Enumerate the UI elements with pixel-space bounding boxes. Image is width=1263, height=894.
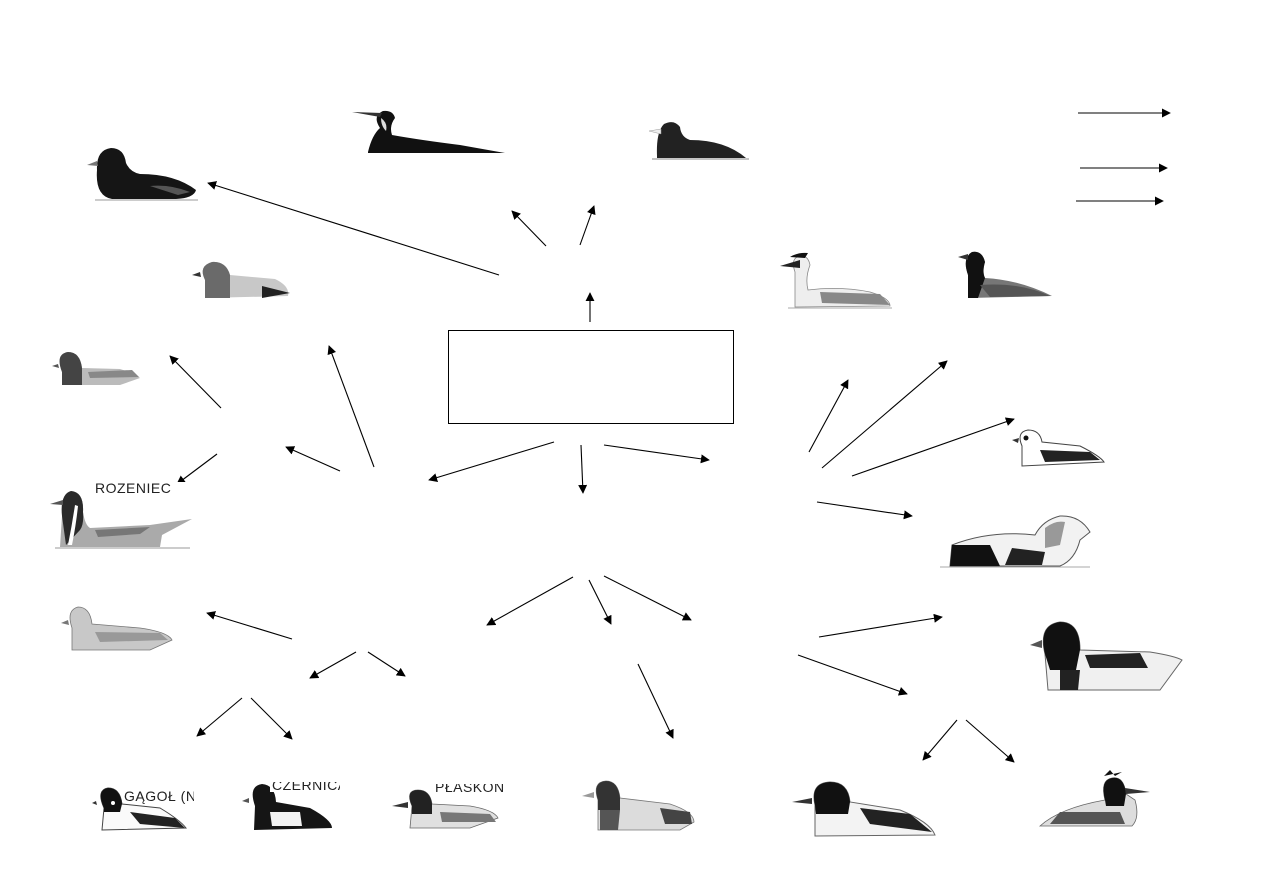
arrows (169, 108, 1171, 763)
arrow-to-coot (579, 205, 596, 246)
arrow-to-great-crested-grebe (808, 379, 849, 453)
pintail-icon (50, 491, 192, 549)
arrow-to-cormorant (511, 210, 547, 247)
great-crested-grebe-icon (780, 252, 892, 309)
label-gagol: GĄGOŁ (N) (124, 788, 194, 804)
pochard-icon (192, 261, 290, 298)
cormorant-icon (352, 110, 505, 153)
mallard-icon (582, 780, 695, 831)
label-czernica: CZERNICA (272, 782, 340, 792)
red-breasted-merganser-icon (1038, 770, 1150, 827)
arrow-lower-left-a (309, 651, 357, 679)
arrow-to-black-necked-grebe (821, 360, 948, 469)
tufted-duck-icon (242, 784, 332, 830)
arrow-to-mallard (637, 663, 674, 739)
coot-icon (648, 122, 749, 160)
wigeon-icon (52, 352, 140, 385)
arrow-lower-mid (588, 579, 612, 625)
arrow-to-left-group (285, 446, 341, 472)
arrow-to-pintail (176, 453, 218, 485)
shoveler-icon (392, 789, 499, 829)
arrow-to-gadwall (206, 611, 293, 640)
center-box (448, 330, 734, 424)
arrow-to-scoter (207, 181, 500, 276)
arrow-lower-right (603, 575, 692, 621)
arrow-to-pochard (327, 345, 375, 468)
arrow-lower-left-b (367, 651, 406, 677)
shelduck-icon (1030, 621, 1183, 691)
arrow-box-down (578, 444, 588, 494)
arrow-to-eider (816, 501, 913, 520)
arrow-to-goosander (922, 719, 958, 761)
arrow-to-shelduck (818, 613, 943, 638)
arrow-box-left (428, 441, 555, 482)
eider-icon (940, 515, 1091, 568)
gadwall-icon (61, 606, 173, 651)
goldeneye-icon (92, 787, 187, 831)
arrow-to-goldeneye (196, 697, 243, 737)
black-necked-grebe-icon (958, 251, 1052, 298)
arrow-to-tufted-duck (250, 697, 293, 740)
arrow-lower-left (486, 576, 574, 626)
label-rozeniec: ROŻENIEC (95, 482, 172, 494)
scoter-icon (87, 148, 198, 201)
arrow-to-wigeon (169, 355, 222, 409)
label-plaskon: PŁASKON (435, 784, 503, 794)
arrow-to-merganser-group (797, 654, 908, 696)
smew-icon (1012, 429, 1105, 467)
arrow-to-smew (851, 417, 1015, 477)
arrow-to-red-breasted-merganser (965, 719, 1015, 763)
goosander-icon (792, 781, 936, 837)
arrow-box-right (603, 444, 710, 464)
